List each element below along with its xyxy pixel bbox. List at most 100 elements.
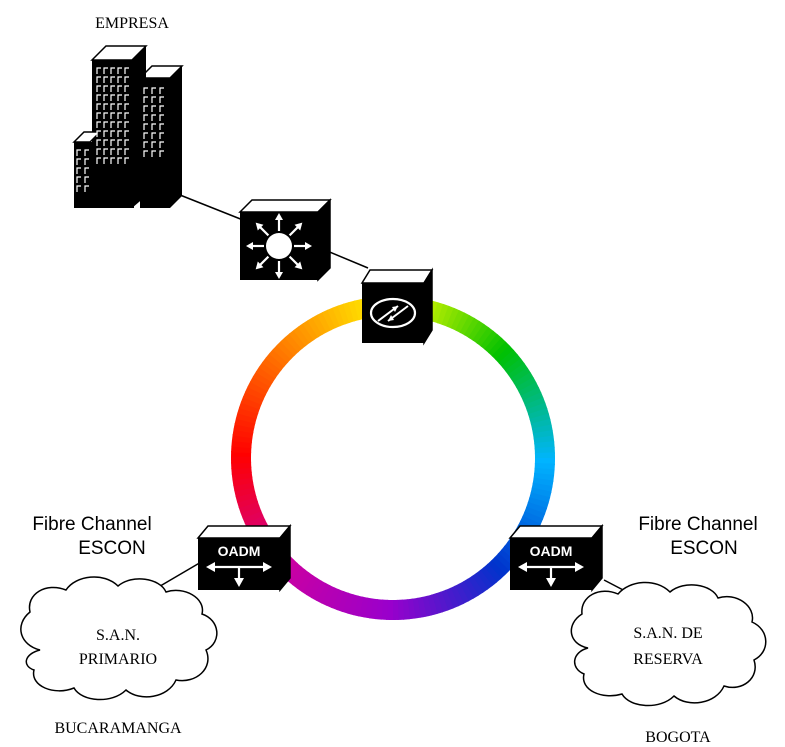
window — [117, 121, 122, 128]
window — [124, 121, 129, 128]
window — [151, 141, 156, 148]
window — [76, 176, 81, 183]
window — [96, 103, 101, 110]
window — [117, 157, 122, 164]
window — [159, 105, 164, 112]
window — [84, 149, 89, 156]
building-label: EMPRESA — [95, 15, 169, 32]
window — [103, 121, 108, 128]
window — [110, 121, 115, 128]
window — [110, 85, 115, 92]
window — [124, 139, 129, 146]
window — [143, 96, 148, 103]
window — [151, 87, 156, 94]
window — [96, 148, 101, 155]
window — [103, 103, 108, 110]
city-left-label: BUCARAMANGA — [54, 720, 182, 737]
san-primary-line2: PRIMARIO — [79, 651, 157, 668]
san-primary-line1: S.A.N. — [96, 627, 140, 644]
window — [117, 94, 122, 101]
window — [117, 76, 122, 83]
window — [110, 103, 115, 110]
window — [159, 141, 164, 148]
oadm-right-arrows-icon — [518, 562, 584, 587]
window — [117, 139, 122, 146]
window — [151, 150, 156, 157]
window — [124, 94, 129, 101]
oadm-right-label: OADM — [530, 543, 573, 559]
window — [117, 85, 122, 92]
switch-arrowhead — [294, 261, 303, 270]
right-protocols-line2: ESCON — [670, 538, 738, 559]
window — [96, 112, 101, 119]
window — [117, 103, 122, 110]
window — [103, 76, 108, 83]
window — [124, 157, 129, 164]
window — [103, 85, 108, 92]
window — [124, 112, 129, 119]
window — [124, 85, 129, 92]
window — [110, 148, 115, 155]
oadm-left-label: OADM — [218, 543, 261, 559]
window — [96, 85, 101, 92]
window — [143, 87, 148, 94]
window — [96, 121, 101, 128]
window — [84, 176, 89, 183]
oadm-left-arrows-icon — [206, 562, 272, 587]
right-protocols-line1: Fibre Channel — [638, 514, 757, 535]
switch-arrowhead — [246, 242, 253, 250]
window — [110, 139, 115, 146]
window — [143, 105, 148, 112]
window — [103, 148, 108, 155]
window — [103, 112, 108, 119]
window — [103, 157, 108, 164]
city-right-label: BOGOTA — [645, 729, 711, 746]
window — [103, 67, 108, 74]
window — [159, 123, 164, 130]
switch-arrowhead — [275, 213, 283, 220]
window — [159, 132, 164, 139]
window — [76, 185, 81, 192]
window — [84, 167, 89, 174]
san-backup-line2: RESERVA — [633, 651, 703, 668]
window — [124, 67, 129, 74]
window — [96, 130, 101, 137]
window — [76, 149, 81, 156]
switch-arrow — [258, 255, 270, 267]
window — [96, 94, 101, 101]
window — [143, 114, 148, 121]
window — [110, 94, 115, 101]
window — [151, 105, 156, 112]
left-protocols-line1: Fibre Channel — [32, 514, 151, 535]
window — [76, 158, 81, 165]
switch-arrow — [258, 225, 270, 237]
window — [143, 141, 148, 148]
left-protocols-line2: ESCON — [78, 538, 146, 559]
window — [124, 148, 129, 155]
window — [110, 112, 115, 119]
window — [151, 96, 156, 103]
window — [143, 132, 148, 139]
switch-arrowhead — [275, 272, 283, 279]
san-backup-line1: S.A.N. DE — [633, 625, 702, 642]
window — [103, 139, 108, 146]
window — [110, 130, 115, 137]
switch-arrowhead — [305, 242, 312, 250]
layer3-switch-icon — [238, 198, 332, 282]
window — [143, 123, 148, 130]
window — [117, 67, 122, 74]
window — [103, 94, 108, 101]
window — [159, 150, 164, 157]
window — [151, 123, 156, 130]
window — [96, 76, 101, 83]
building-icon — [72, 45, 184, 208]
optical-router-icon — [360, 267, 434, 346]
window — [96, 139, 101, 146]
wdm-fiber-ring — [231, 296, 555, 620]
window — [143, 150, 148, 157]
window — [151, 114, 156, 121]
link-building-switch — [179, 194, 249, 223]
cloud-left-icon — [20, 576, 218, 701]
window — [159, 96, 164, 103]
switch-arrow — [288, 225, 300, 237]
